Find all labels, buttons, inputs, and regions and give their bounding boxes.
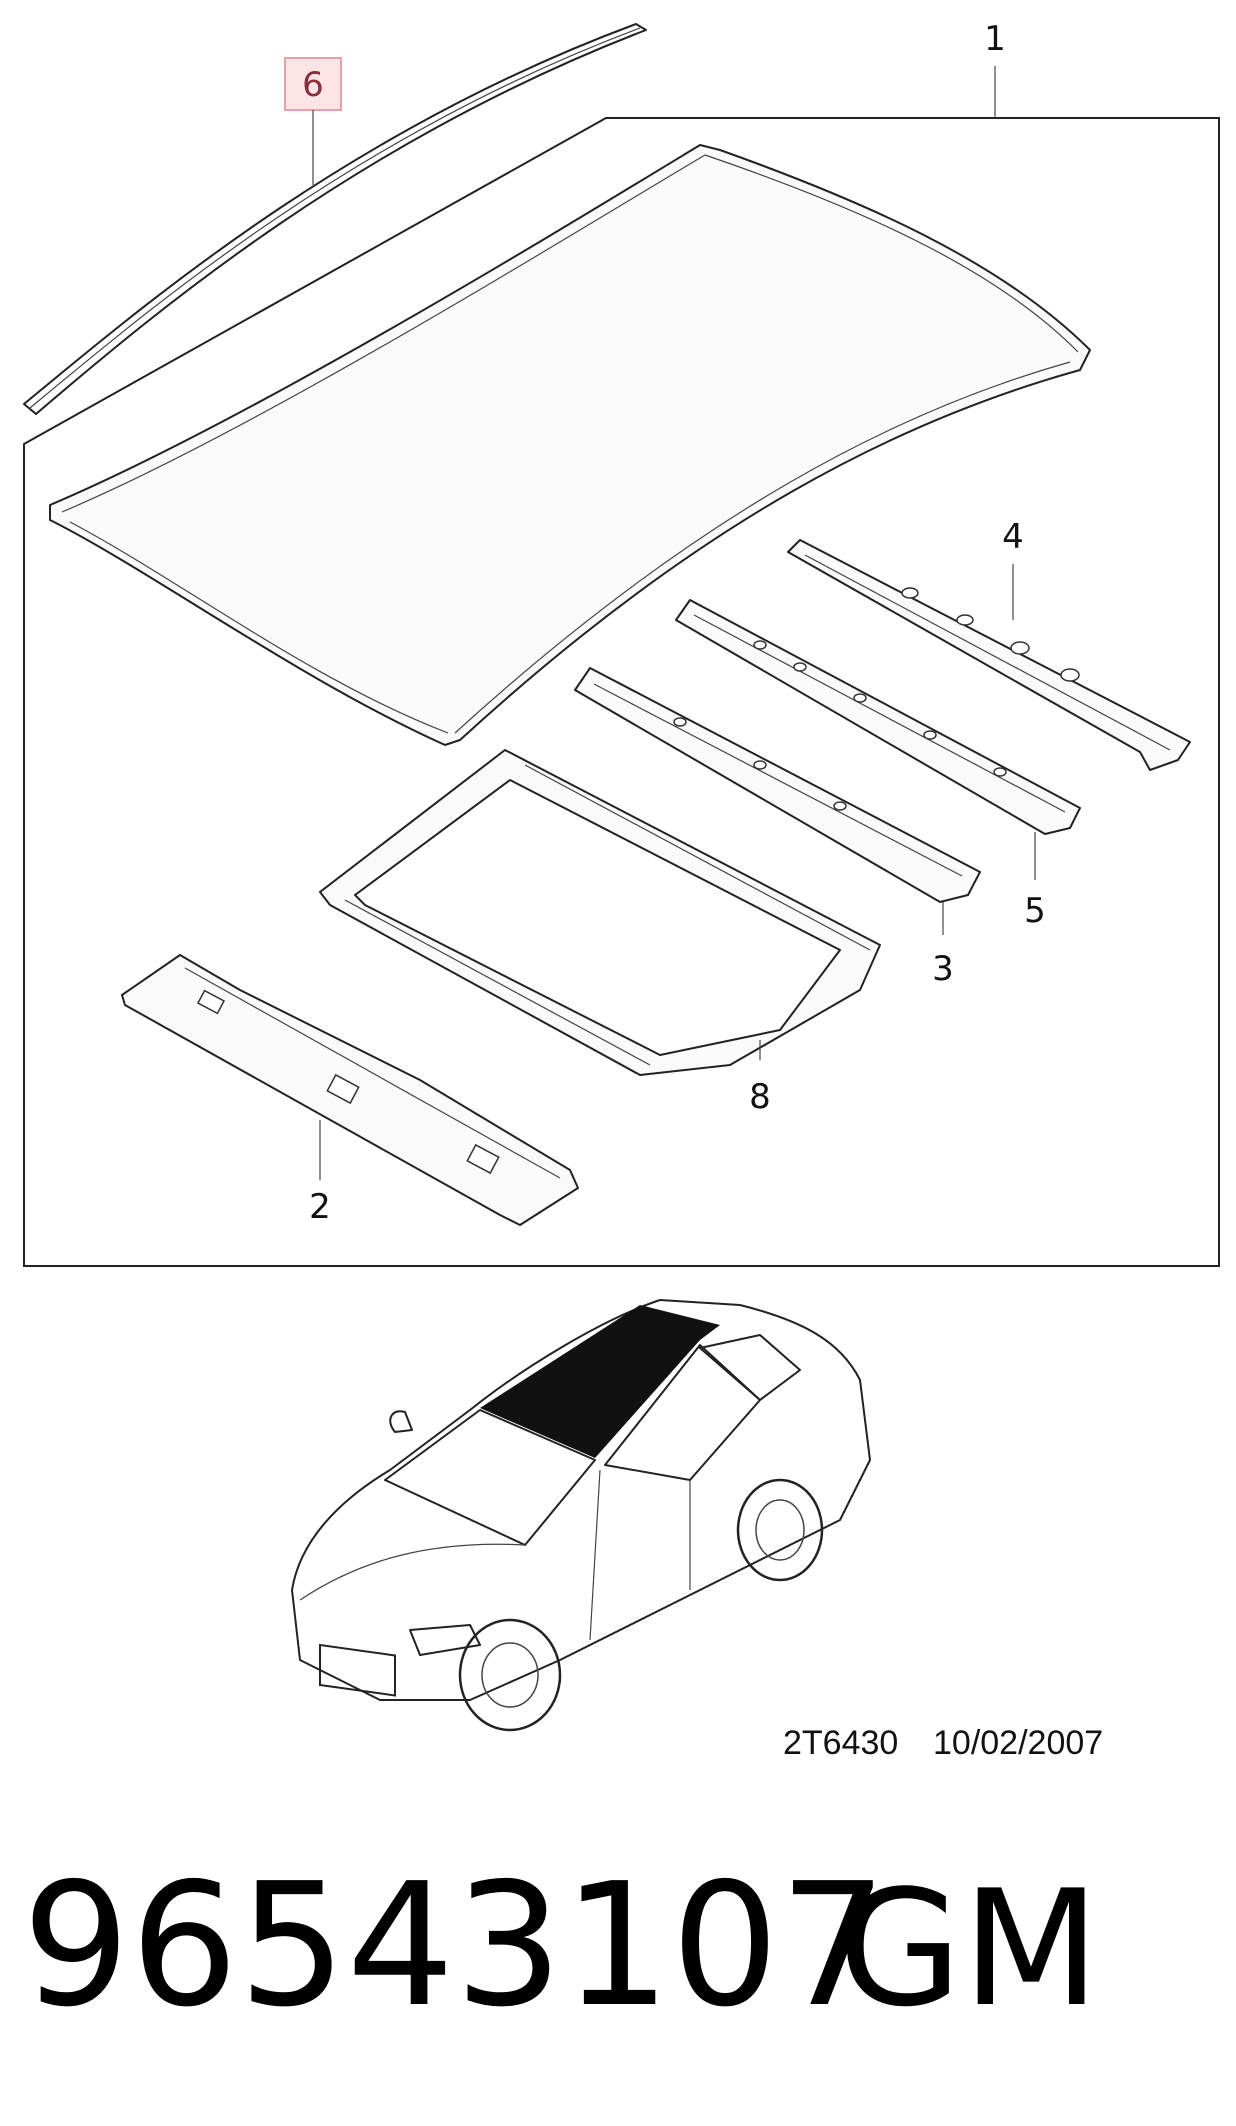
diagram-date: 10/02/2007 — [933, 1724, 1103, 1762]
sunroof-frame-part — [319, 749, 881, 1076]
front-roof-bow-part — [574, 667, 981, 903]
callout-3-label: 3 — [932, 949, 954, 989]
callout-8[interactable]: 8 — [749, 1040, 771, 1117]
brand-label: GM — [838, 1855, 1100, 2042]
assembly-frame — [23, 117, 1220, 1267]
callout-6-highlight-box — [284, 57, 342, 111]
center-roof-bow-part — [675, 599, 1081, 835]
rear-roof-bow-part — [787, 539, 1191, 771]
callout-6[interactable]: 6 — [284, 57, 342, 185]
roof-panel-part — [49, 144, 1091, 746]
callout-2[interactable]: 2 — [309, 1120, 331, 1227]
callout-2-label: 2 — [309, 1187, 331, 1227]
callout-8-label: 8 — [749, 1077, 771, 1117]
part-number: 96543107 — [22, 1847, 887, 2045]
callout-1-label: 1 — [984, 19, 1006, 59]
roof-molding-part — [23, 23, 647, 415]
front-header-panel-part — [121, 954, 579, 1226]
callout-4-label: 4 — [1002, 517, 1024, 557]
callout-3[interactable]: 3 — [932, 902, 954, 989]
callout-6-label: 6 — [302, 65, 324, 105]
callout-5[interactable]: 5 — [1024, 832, 1046, 931]
roof-highlight-area — [480, 1305, 720, 1458]
diagram-stamp: 2T6430 10/02/2007 — [783, 1724, 1103, 1762]
callout-5-label: 5 — [1024, 891, 1046, 931]
callout-1[interactable]: 1 — [984, 19, 1006, 118]
diagram-code: 2T6430 — [783, 1724, 898, 1762]
locator-car-illustration — [291, 1299, 871, 1732]
callout-4[interactable]: 4 — [1002, 517, 1024, 620]
